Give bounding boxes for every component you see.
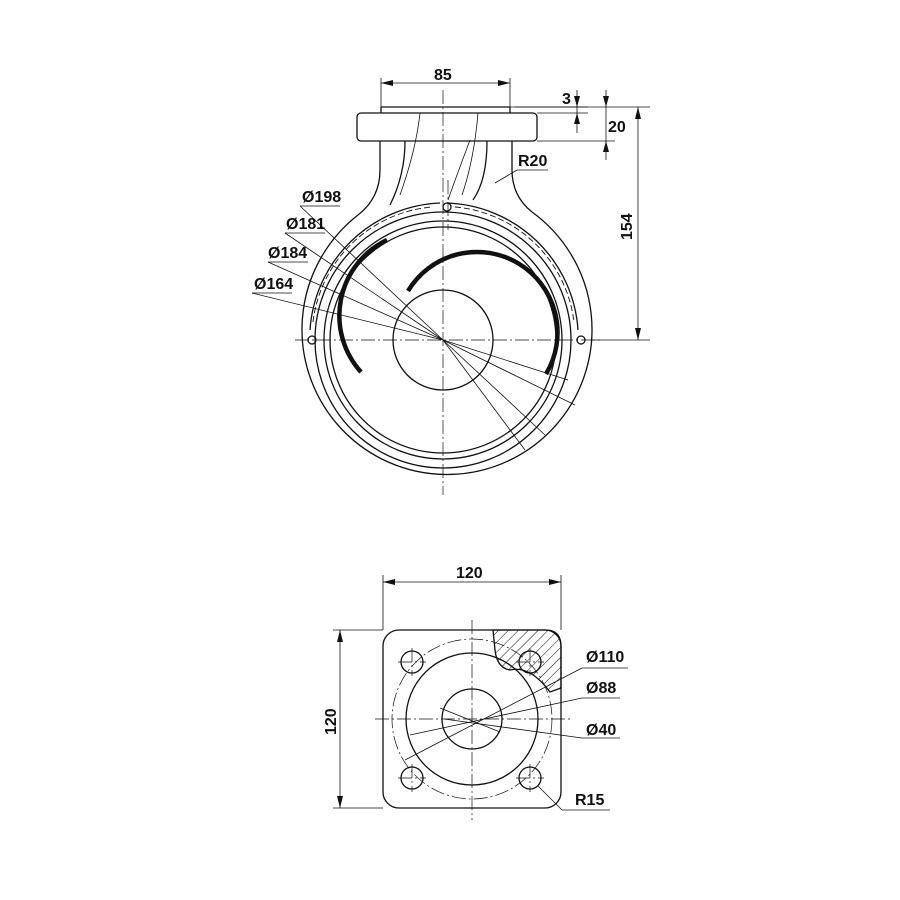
dim-width-120: 120 <box>456 565 483 582</box>
dim-dia-198: Ø198 <box>302 189 341 206</box>
dim-dia-40: Ø40 <box>586 722 616 739</box>
dim-85: 85 <box>434 67 452 84</box>
blade-arc-left <box>337 237 388 374</box>
dim-dia-164: Ø164 <box>254 276 293 293</box>
blade-arc-right <box>406 249 560 376</box>
top-view: 85 3 20 154 R20 Ø198 Ø181 Ø184 Ø164 <box>251 67 650 495</box>
dim-r15: R15 <box>575 792 604 809</box>
hatched-section <box>492 629 562 693</box>
dim-154: 154 <box>619 213 636 240</box>
dim-dia-184: Ø184 <box>268 245 307 262</box>
dim-dia-181: Ø181 <box>286 216 325 233</box>
hole-top <box>442 202 452 212</box>
dim-dia-88: Ø88 <box>586 680 616 697</box>
bottom-view: 120 120 Ø110 Ø88 Ø40 R15 <box>323 565 628 820</box>
dim-r20: R20 <box>518 153 547 170</box>
dim-height-120: 120 <box>323 708 340 735</box>
dim-20: 20 <box>608 119 626 136</box>
dim-dia-110: Ø110 <box>586 649 624 666</box>
dim-3: 3 <box>562 91 571 108</box>
outlet-neck <box>357 141 381 216</box>
outlet-flange <box>356 112 538 142</box>
volute-outer-wall <box>301 211 593 476</box>
